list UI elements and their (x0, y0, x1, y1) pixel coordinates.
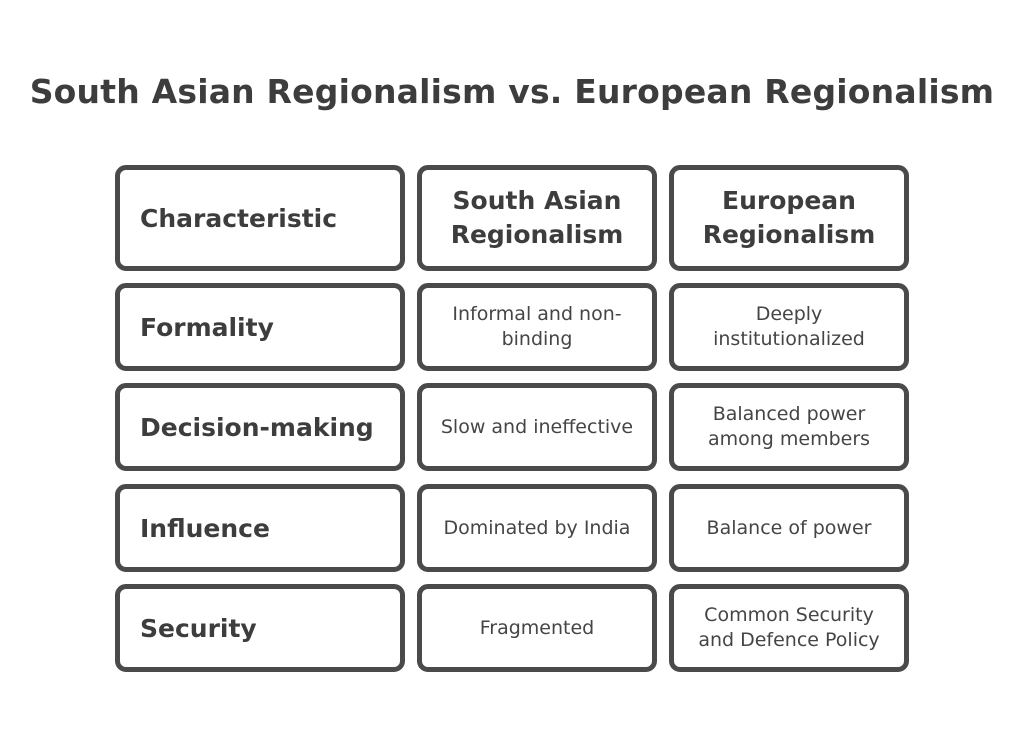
european-cell: Common Security and Defence Policy (669, 584, 909, 672)
header-label: South Asian Regionalism (450, 186, 624, 249)
european-cell: Balanced power among members (669, 383, 909, 471)
south-asian-value: Informal and non-binding (452, 303, 622, 350)
characteristic-cell: Decision-making (115, 383, 405, 471)
page-title: South Asian Regionalism vs. European Reg… (29, 72, 995, 111)
header-label: Characteristic (140, 203, 338, 233)
characteristic-cell: Influence (115, 484, 405, 572)
south-asian-cell: Dominated by India (417, 484, 657, 572)
european-value: Deeply institutionalized (713, 303, 865, 350)
south-asian-value: Slow and ineffective (440, 415, 634, 438)
characteristic-label: Decision-making (140, 412, 374, 442)
european-value: Balance of power (706, 516, 872, 539)
header-cell-characteristic: Characteristic (115, 165, 405, 271)
european-cell: Balance of power (669, 484, 909, 572)
south-asian-cell: Fragmented (417, 584, 657, 672)
south-asian-value: Fragmented (479, 616, 595, 639)
header-label: European Regionalism (702, 186, 876, 249)
european-cell: Deeply institutionalized (669, 283, 909, 371)
characteristic-label: Security (140, 613, 257, 643)
european-value: Balanced power among members (707, 403, 871, 450)
south-asian-cell: Slow and ineffective (417, 383, 657, 471)
header-cell-south-asian: South Asian Regionalism (417, 165, 657, 271)
south-asian-value: Dominated by India (443, 516, 631, 539)
characteristic-label: Formality (140, 312, 274, 342)
european-value: Common Security and Defence Policy (698, 604, 880, 651)
header-cell-european: European Regionalism (669, 165, 909, 271)
south-asian-cell: Informal and non-binding (417, 283, 657, 371)
characteristic-label: Influence (140, 513, 270, 543)
characteristic-cell: Security (115, 584, 405, 672)
characteristic-cell: Formality (115, 283, 405, 371)
